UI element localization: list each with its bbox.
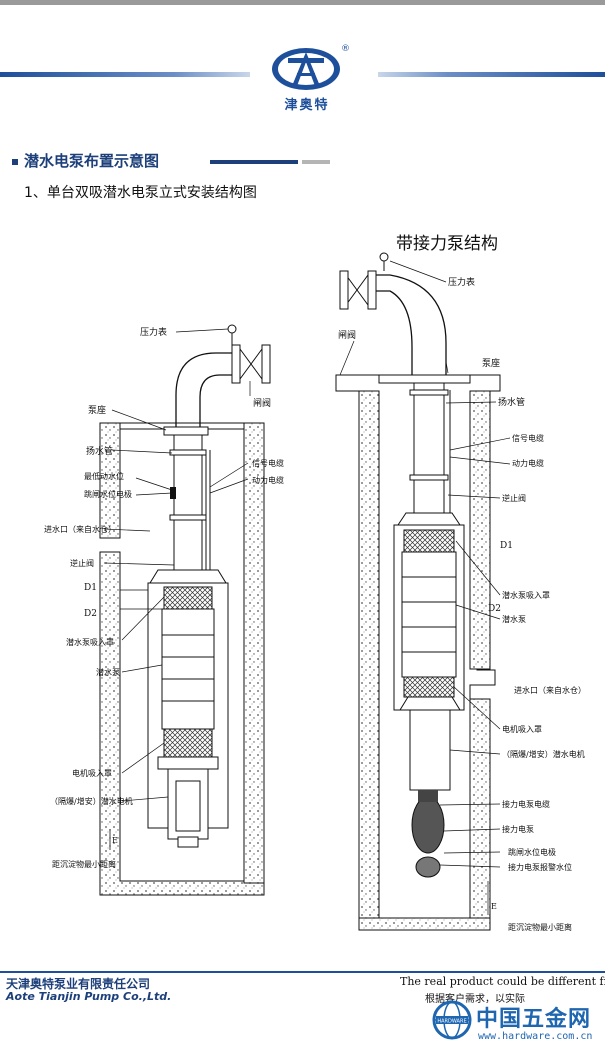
right-label-pump-base: 泵座 xyxy=(482,357,500,369)
left-label-d2: D2 xyxy=(84,609,97,619)
right-label-signal-cable: 信号电缆 xyxy=(512,433,544,443)
right-label-d2: D2 xyxy=(488,604,501,614)
hardware-globe-icon: HARDWARE xyxy=(432,1000,472,1040)
section-title-text: 潜水电泵布置示意图 xyxy=(24,152,160,170)
right-diagram: 带接力泵结构 xyxy=(335,234,586,932)
right-label-motor-suction-cover: 电机吸入罩 xyxy=(502,724,542,734)
left-diagram: 压力表 闸阀 泵座 扬水管 最低动水位 跳闸水位电极 信号电缆 动力电缆 进水口… xyxy=(44,324,284,896)
right-label-booster-cable: 接力电泵电缆 xyxy=(502,799,550,809)
installation-diagram: 压力表 闸阀 泵座 扬水管 最低动水位 跳闸水位电极 信号电缆 动力电缆 进水口… xyxy=(44,234,586,932)
left-label-check-valve: 逆止阀 xyxy=(70,558,94,568)
brand-name: 津奥特 xyxy=(284,98,330,113)
right-label-booster-alarm-level: 接力电泵报警水位 xyxy=(508,862,572,872)
left-well-walls xyxy=(99,422,265,896)
hardware-globe-text: HARDWARE xyxy=(437,1019,466,1025)
left-label-motor: （隔爆/增安）潜水电机 xyxy=(50,796,133,806)
company-logo xyxy=(272,48,340,90)
right-pump-assembly xyxy=(393,512,465,878)
left-label-d1: D1 xyxy=(84,583,97,593)
left-label-pump-suction-cover: 潜水泵吸入罩 xyxy=(66,637,114,647)
header-rule-right xyxy=(378,72,605,77)
disclaimer-en: The real product could be different from xyxy=(400,975,605,988)
right-label-min-distance: 距沉淀物最小距离 xyxy=(508,922,572,932)
left-label-submersible-pump: 潜水泵 xyxy=(96,667,120,677)
section-rule-dark xyxy=(210,160,298,164)
right-label-check-valve: 逆止阀 xyxy=(502,493,526,503)
right-label-submersible-pump: 潜水泵 xyxy=(502,614,526,624)
company-name-en: Aote Tianjin Pump Co.,Ltd. xyxy=(6,990,172,1003)
registered-mark: ® xyxy=(341,44,350,54)
left-label-inlet: 进水口（来自水仓） xyxy=(44,524,116,534)
section-title: 潜水电泵布置示意图 xyxy=(12,150,159,171)
right-label-lift-pipe: 扬水管 xyxy=(498,396,525,408)
left-label-trip-electrode: 跳闸水位电极 xyxy=(84,489,132,499)
left-label-motor-suction-cover: 电机吸入罩 xyxy=(72,768,112,778)
left-label-e: E xyxy=(112,836,118,845)
right-label-booster-pump: 接力电泵 xyxy=(502,824,534,834)
section-subtitle: 1、单台双吸潜水电泵立式安装结构图 xyxy=(24,185,257,201)
watermark-url[interactable]: www.hardware.com.cn xyxy=(478,1031,593,1042)
right-discharge-pipe xyxy=(339,252,447,375)
right-leader-lines xyxy=(339,260,511,915)
left-dimension-lines xyxy=(109,589,162,850)
footer-rule xyxy=(0,971,605,973)
right-label-pressure-gauge: 压力表 xyxy=(448,276,475,288)
left-label-signal-cable: 信号电缆 xyxy=(252,458,284,468)
right-label-e: E xyxy=(491,902,497,911)
right-lift-pipe xyxy=(409,382,451,525)
header-rule-left xyxy=(0,72,250,77)
disclaimer-cn: 根据客户需求，以实际 xyxy=(425,994,525,1005)
section-rule-gray xyxy=(302,160,330,164)
watermark-site-name[interactable]: 中国五金网 xyxy=(476,1007,592,1032)
right-label-power-cable: 动力电缆 xyxy=(512,458,544,468)
bullet-square-icon xyxy=(12,158,18,165)
company-name-cn: 天津奥特泵业有限责任公司 xyxy=(6,977,151,991)
left-leader-lines xyxy=(103,328,251,802)
left-pump-assembly xyxy=(147,569,229,848)
left-label-min-distance: 距沉淀物最小距离 xyxy=(52,859,116,869)
left-label-pressure-gauge: 压力表 xyxy=(140,326,167,338)
right-label-d1: D1 xyxy=(500,541,513,551)
left-label-min-water-level: 最低动水位 xyxy=(84,471,124,481)
left-discharge-pipe xyxy=(175,324,271,427)
right-label-gate-valve: 闸阀 xyxy=(338,330,356,341)
right-label-inlet: 进水口（来自水仓） xyxy=(514,685,586,695)
right-label-pump-suction-cover: 潜水泵吸入罩 xyxy=(502,590,550,600)
left-label-gate-valve: 闸阀 xyxy=(253,398,271,409)
top-border xyxy=(0,0,605,5)
right-label-trip-electrode: 跳闸水位电极 xyxy=(508,847,556,857)
left-label-power-cable: 动力电缆 xyxy=(252,475,284,485)
left-label-lift-pipe: 扬水管 xyxy=(86,445,113,457)
right-label-motor: （隔爆/增安）潜水电机 xyxy=(502,749,585,759)
left-lift-pipe xyxy=(169,434,211,580)
left-label-pump-base: 泵座 xyxy=(88,404,106,416)
right-diagram-title: 带接力泵结构 xyxy=(396,234,498,254)
